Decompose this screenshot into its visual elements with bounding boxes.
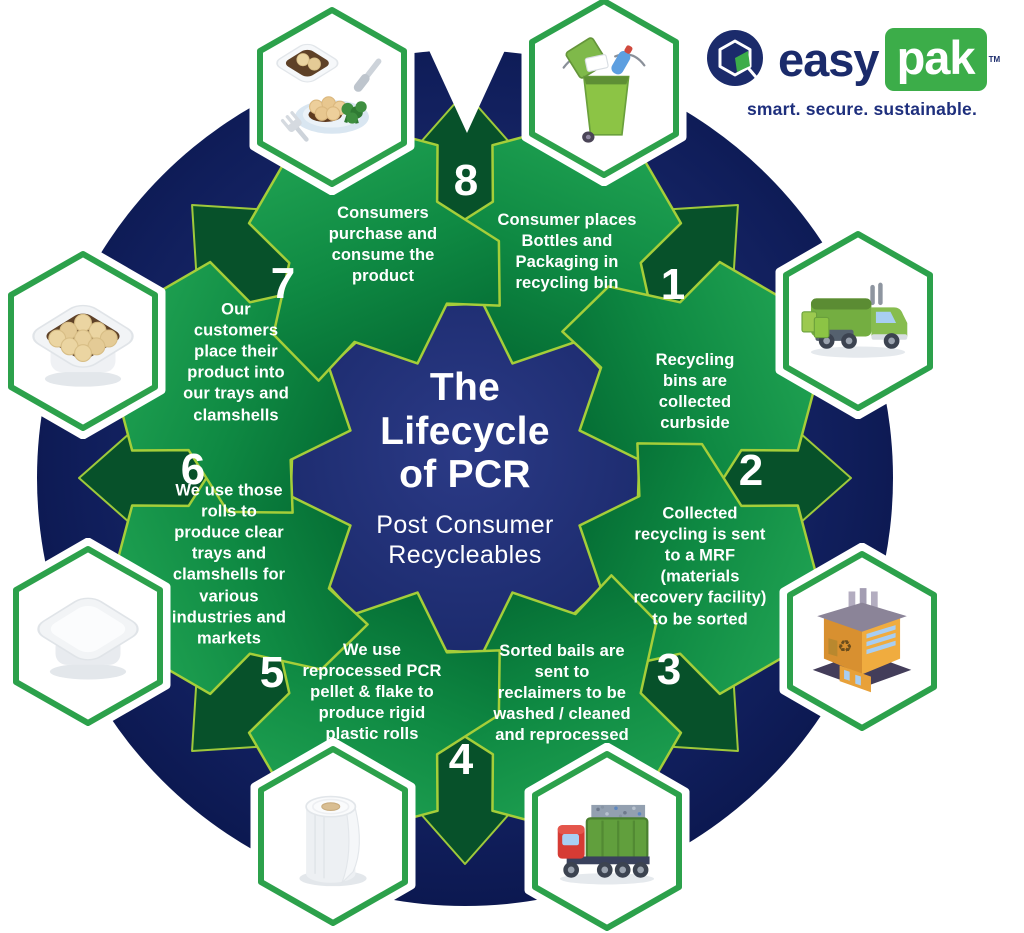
step-1-text: Consumer places Bottles and Packaging in… <box>497 210 637 293</box>
step-6-number: 6 <box>180 445 206 494</box>
subtitle-line-2: Recycleables <box>388 540 542 569</box>
step-4-number: 4 <box>448 735 474 784</box>
title-line-2: Lifecycle <box>380 409 550 453</box>
hex-step-6 <box>3 537 173 735</box>
hex-step-5 <box>248 737 418 933</box>
center-title-block: The Lifecycle of PCR Post Consumer Recyc… <box>305 366 625 570</box>
hex-step-1 <box>519 0 689 187</box>
meal-plate-icon <box>276 43 382 142</box>
svg-text:♻: ♻ <box>837 636 852 656</box>
step-7-text: Our customers place their product into o… <box>183 300 289 425</box>
step-5-number: 5 <box>259 648 285 697</box>
hex-step-8 <box>247 0 417 196</box>
step-2-number: 2 <box>738 446 764 495</box>
logo-trademark: TM <box>988 55 1001 64</box>
step-1-number: 1 <box>660 260 686 309</box>
step-5-text: We use reprocessed PCR pellet & flake to… <box>302 641 442 744</box>
step-8-text: Consumers purchase and consume the produ… <box>328 203 438 286</box>
step-6-text: We use those rolls to produce clear tray… <box>171 481 287 648</box>
logo-tagline: smart. secure. sustainable. <box>746 99 978 119</box>
step-8-number: 8 <box>453 156 479 205</box>
title-line-3: of PCR <box>399 453 531 497</box>
hex-step-4 <box>522 742 692 933</box>
bale-truck-icon <box>557 804 655 885</box>
logo-pak-box: pak <box>884 28 987 91</box>
plastic-roll-icon <box>299 795 367 887</box>
step-2-text: Recycling bins are collected curbside <box>655 350 735 433</box>
step-3-number: 3 <box>656 645 682 694</box>
recycling-bin-icon <box>562 37 646 143</box>
logo-text-easy: easy <box>778 33 880 86</box>
hex-step-7 <box>0 242 168 440</box>
step-4-text: Sorted bails are sent to reclaimers to b… <box>493 642 631 745</box>
top-white-notch <box>405 0 529 133</box>
garbage-truck-icon <box>801 282 908 358</box>
subtitle-line-1: Post Consumer <box>376 511 554 540</box>
easypak-logo: easy pak TM smart. secure. sustainable. <box>706 28 1018 120</box>
hex-step-3: ♻ <box>777 542 947 740</box>
filled-tray-icon <box>32 304 134 387</box>
recycling-factory-icon: ♻ <box>812 588 912 693</box>
logo-text-pak: pak <box>896 31 976 84</box>
hex-step-2 <box>773 222 943 420</box>
title-line-1: The <box>429 365 501 409</box>
step-3-text: Collected recycling is sent to a MRF (ma… <box>633 504 767 629</box>
hexagon-package-leaf-icon <box>707 29 763 86</box>
step-7-number: 7 <box>270 259 296 308</box>
clear-tray-icon <box>37 597 139 680</box>
